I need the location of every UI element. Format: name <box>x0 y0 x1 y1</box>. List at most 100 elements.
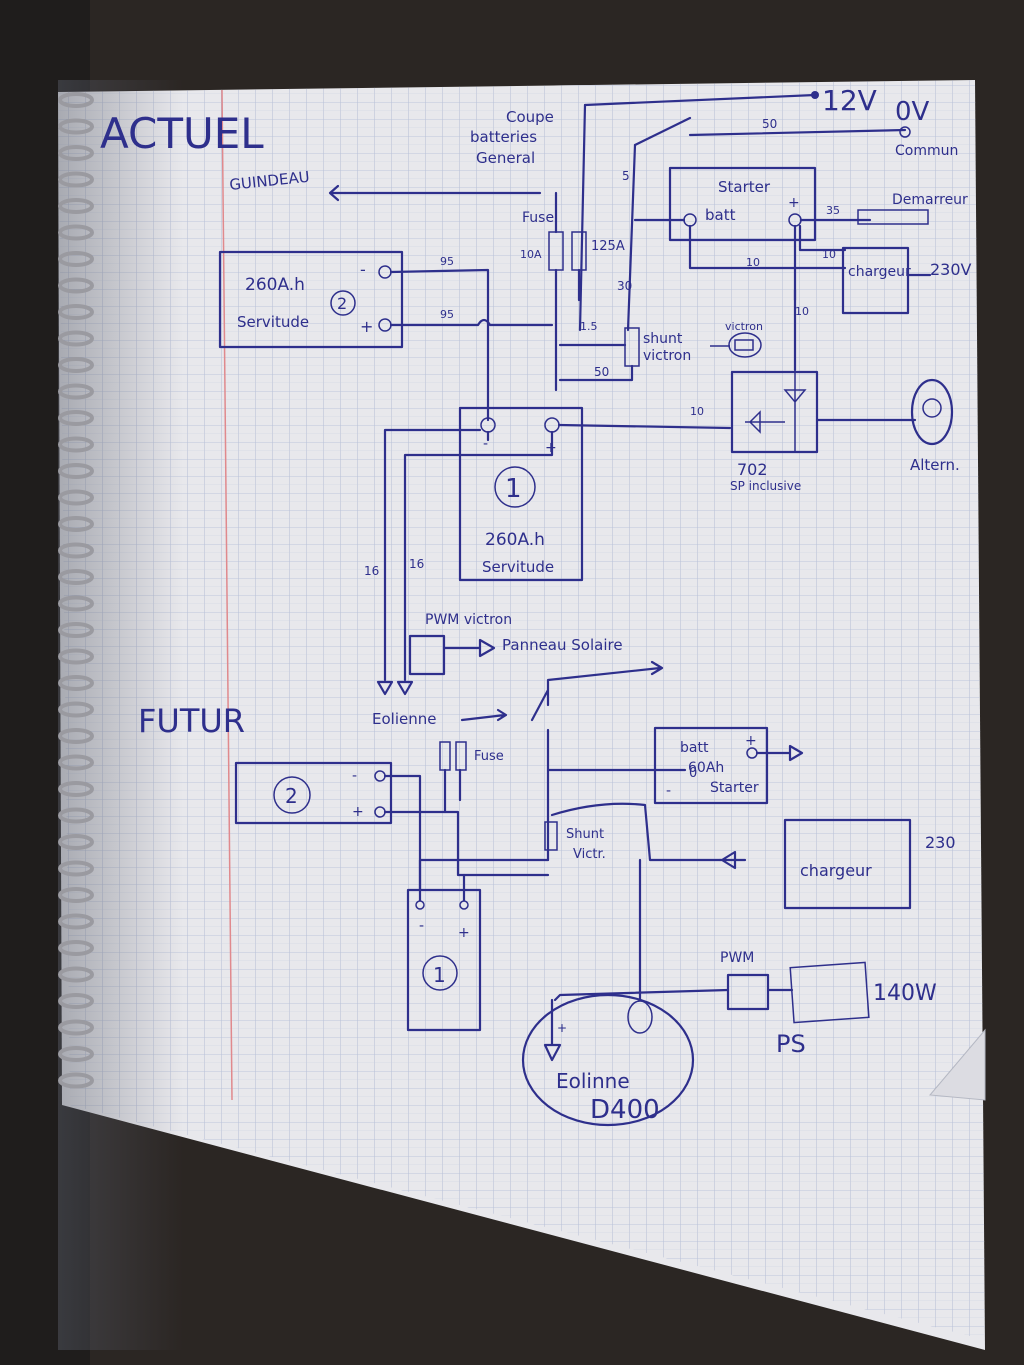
label-0v: 0V <box>895 97 930 127</box>
pwm-futur-box <box>726 973 770 1011</box>
spiral-ring <box>58 277 94 294</box>
diagram-futur: FUTUR Eolienne Fuse 2 - + batt 60Ah Star… <box>138 660 956 1127</box>
shunt-victron-futur <box>544 821 558 851</box>
futur-batt-minus: - <box>666 783 671 799</box>
splitter-num: 702 <box>737 460 768 479</box>
wire-10d: 10 <box>795 305 809 318</box>
starter-batt: batt <box>705 206 736 224</box>
wire-16a: 16 <box>364 564 379 578</box>
spiral-ring <box>58 754 94 771</box>
wire-1-5: 1.5 <box>580 320 598 333</box>
bat1-plus: + <box>545 440 557 456</box>
spiral-ring <box>58 118 94 135</box>
spiral-ring <box>58 383 94 400</box>
label-general: General <box>476 149 535 167</box>
futur-power: 140W <box>873 981 937 1006</box>
futur-shunt: Shunt <box>566 827 604 842</box>
spiral-ring <box>58 1019 94 1036</box>
wire-10c: 10 <box>690 405 704 418</box>
label-fuse: Fuse <box>522 210 554 226</box>
fuse-rating: 10A <box>520 248 542 261</box>
bat1-minus: - <box>483 436 488 452</box>
label-altern: Altern. <box>910 456 960 474</box>
spiral-ring <box>58 436 94 453</box>
title-actuel: ACTUEL <box>100 109 264 158</box>
spiral-ring <box>58 92 94 108</box>
label-pwm-victron: PWM victron <box>425 612 512 628</box>
label-commun: Commun <box>895 143 958 159</box>
battery-starter-futur <box>653 726 769 805</box>
futur-batt-title: batt <box>680 740 709 756</box>
futur-bat1-plus: + <box>458 925 470 941</box>
spiral-ring <box>58 1072 94 1089</box>
solar-panel <box>789 961 870 1024</box>
futur-pwm: PWM <box>720 950 754 966</box>
bat2-minus: - <box>360 260 366 279</box>
spiral-ring <box>58 834 94 850</box>
spiral-ring <box>58 993 94 1009</box>
futur-eol-model: D400 <box>590 1095 660 1125</box>
splitter-702 <box>730 370 819 454</box>
splitter-label: SP inclusive <box>730 479 801 493</box>
bat2-type: Servitude <box>237 313 309 331</box>
spiral-ring <box>58 410 94 426</box>
spiral-ring <box>58 304 94 320</box>
futur-bat1-minus: - <box>419 918 424 934</box>
bat1-type: Servitude <box>482 558 554 576</box>
bat2-num: 2 <box>337 294 347 313</box>
fuse-125: 125A <box>591 239 625 254</box>
wire-30: 30 <box>617 279 632 293</box>
bat1-cap: 260A.h <box>485 530 545 550</box>
starter-plus: + <box>788 195 800 211</box>
bat2-plus: + <box>360 317 373 336</box>
spiral-ring <box>58 330 94 347</box>
victron-label: victron <box>725 320 763 333</box>
spiral-ring <box>58 807 94 824</box>
spiral-ring <box>58 913 94 930</box>
alternator <box>910 378 954 446</box>
chargeur-actuel <box>841 246 910 315</box>
futur-ps: PS <box>776 1030 806 1058</box>
eolienne-d400 <box>521 993 695 1127</box>
label-batteries: batteries <box>470 128 537 146</box>
victron-monitor <box>728 332 762 358</box>
wire-95a: 95 <box>440 255 454 268</box>
spiral-ring <box>58 595 94 612</box>
spiral-ring <box>58 781 94 797</box>
wire-50-top: 50 <box>762 117 777 131</box>
battery-1 <box>458 406 584 582</box>
battery-2 <box>218 250 404 349</box>
futur-eol-name: Eolinne <box>556 1069 630 1093</box>
spiral-ring <box>58 966 94 983</box>
bat1-num: 1 <box>505 474 522 504</box>
spiral-ring <box>58 198 94 214</box>
label-demarreur: Demarreur <box>892 192 968 208</box>
futur-eol-plus: + <box>557 1021 567 1035</box>
shunt-label: shunt <box>643 331 683 347</box>
bat2-cap: 260A.h <box>245 275 305 295</box>
futur-zero: 0 <box>689 766 697 781</box>
label-fuse-futur: Fuse <box>474 749 504 764</box>
spiral-binding <box>58 92 94 1089</box>
label-230v: 230V <box>930 260 972 279</box>
spiral-ring <box>58 648 94 665</box>
spiral-ring <box>58 701 94 718</box>
wire-10a: 10 <box>746 256 760 269</box>
label-coupe: Coupe <box>506 108 554 126</box>
wire-10b: 10 <box>822 248 836 261</box>
spiral-ring <box>58 569 94 585</box>
futur-bat1-num: 1 <box>433 963 446 987</box>
wire-label-5: 5 <box>622 169 630 183</box>
battery-2-futur <box>234 761 393 825</box>
starter-battery <box>668 166 817 242</box>
pwm-victron-box <box>408 634 446 676</box>
spiral-ring <box>58 1046 94 1062</box>
futur-bat2-num: 2 <box>285 784 298 808</box>
futur-bat2-plus: + <box>352 804 364 820</box>
demarreur-motor <box>857 209 929 225</box>
wire-16b: 16 <box>409 557 424 571</box>
starter-title: Starter <box>718 178 771 196</box>
spiral-ring <box>58 728 94 744</box>
label-eolienne: Eolienne <box>372 710 436 728</box>
